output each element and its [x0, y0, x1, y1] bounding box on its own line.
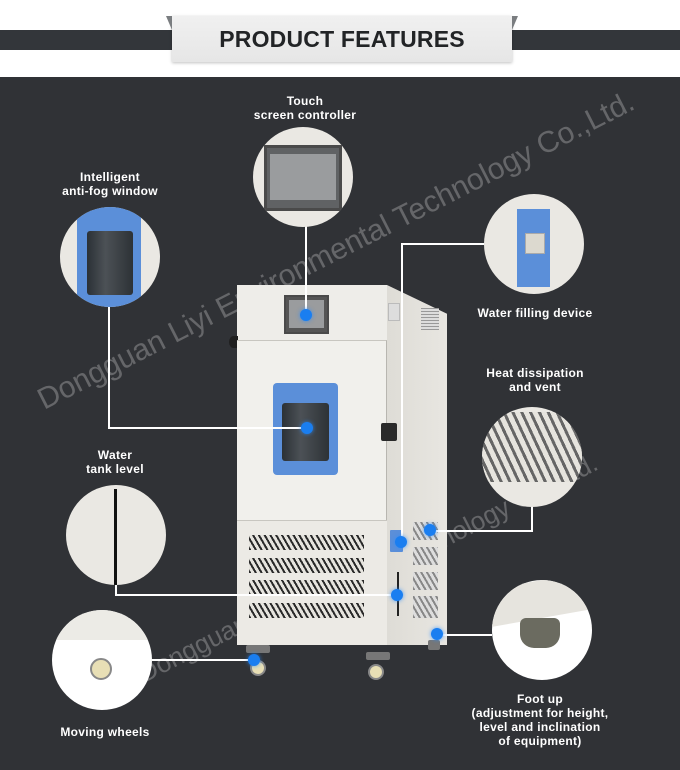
connector-touch-screen	[305, 223, 307, 315]
side-vent-2	[413, 547, 438, 565]
leveling-foot	[428, 640, 440, 650]
label-heat-vent: Heat dissipation and vent	[486, 366, 584, 394]
marker-heat-vent[interactable]	[424, 524, 436, 536]
connector-vent-h	[430, 530, 533, 532]
connector-wheels-h	[152, 659, 257, 661]
connector-window-h	[108, 427, 308, 429]
connector-tank-v	[115, 584, 117, 595]
wheel-front-right	[368, 664, 384, 680]
vent-zoom-icon	[482, 412, 582, 482]
front-vent-2	[249, 558, 364, 573]
callout-heat-vent	[482, 407, 582, 507]
callout-foot-up	[492, 580, 592, 680]
connector-water-fill-h	[401, 243, 484, 245]
front-vent-3	[249, 580, 364, 595]
wheel-mount-left	[246, 645, 270, 653]
side-vent-3	[413, 572, 438, 590]
connector-foot-h	[437, 634, 492, 636]
side-vent-4	[413, 596, 438, 618]
water-fill-zoom-icon	[517, 209, 550, 287]
callout-moving-wheels	[52, 610, 152, 710]
chamber-observation-window	[273, 383, 338, 475]
label-anti-fog-window: Intelligent anti-fog window	[62, 170, 158, 198]
touch-screen-zoom-icon	[264, 145, 342, 211]
callout-touch-screen	[253, 127, 353, 227]
label-water-tank: Water tank level	[86, 448, 144, 476]
callout-anti-fog-window	[60, 207, 160, 307]
marker-wheels[interactable]	[248, 654, 260, 666]
marker-touch-screen[interactable]	[300, 309, 312, 321]
page-title: PRODUCT FEATURES	[219, 26, 465, 52]
label-touch-screen: Touch screen controller	[253, 94, 357, 122]
wheel-zoom-icon	[52, 610, 152, 640]
chamber-side-knob	[229, 336, 238, 348]
door-handle	[381, 423, 397, 441]
connector-tank-h	[115, 594, 397, 596]
label-foot-up: Foot up (adjustment for height, level an…	[471, 692, 609, 748]
label-water-filling: Water filling device	[477, 306, 593, 320]
chamber-small-label	[388, 303, 400, 321]
wheel-mount-right	[366, 652, 390, 660]
tank-gauge-zoom-icon	[114, 489, 117, 585]
marker-anti-fog-window[interactable]	[301, 422, 313, 434]
connector-water-fill-v	[401, 243, 403, 540]
marker-foot[interactable]	[431, 628, 443, 640]
top-side-vent	[421, 308, 439, 330]
callout-water-filling	[484, 194, 584, 294]
front-vent-1	[249, 535, 364, 550]
front-vent-4	[249, 603, 364, 618]
callout-water-tank	[66, 485, 166, 585]
marker-water-fill[interactable]	[395, 536, 407, 548]
label-moving-wheels: Moving wheels	[60, 725, 150, 739]
title-tab: PRODUCT FEATURES	[166, 16, 518, 62]
window-zoom-icon	[77, 207, 141, 307]
marker-water-tank[interactable]	[391, 589, 403, 601]
connector-window-v	[108, 305, 110, 428]
